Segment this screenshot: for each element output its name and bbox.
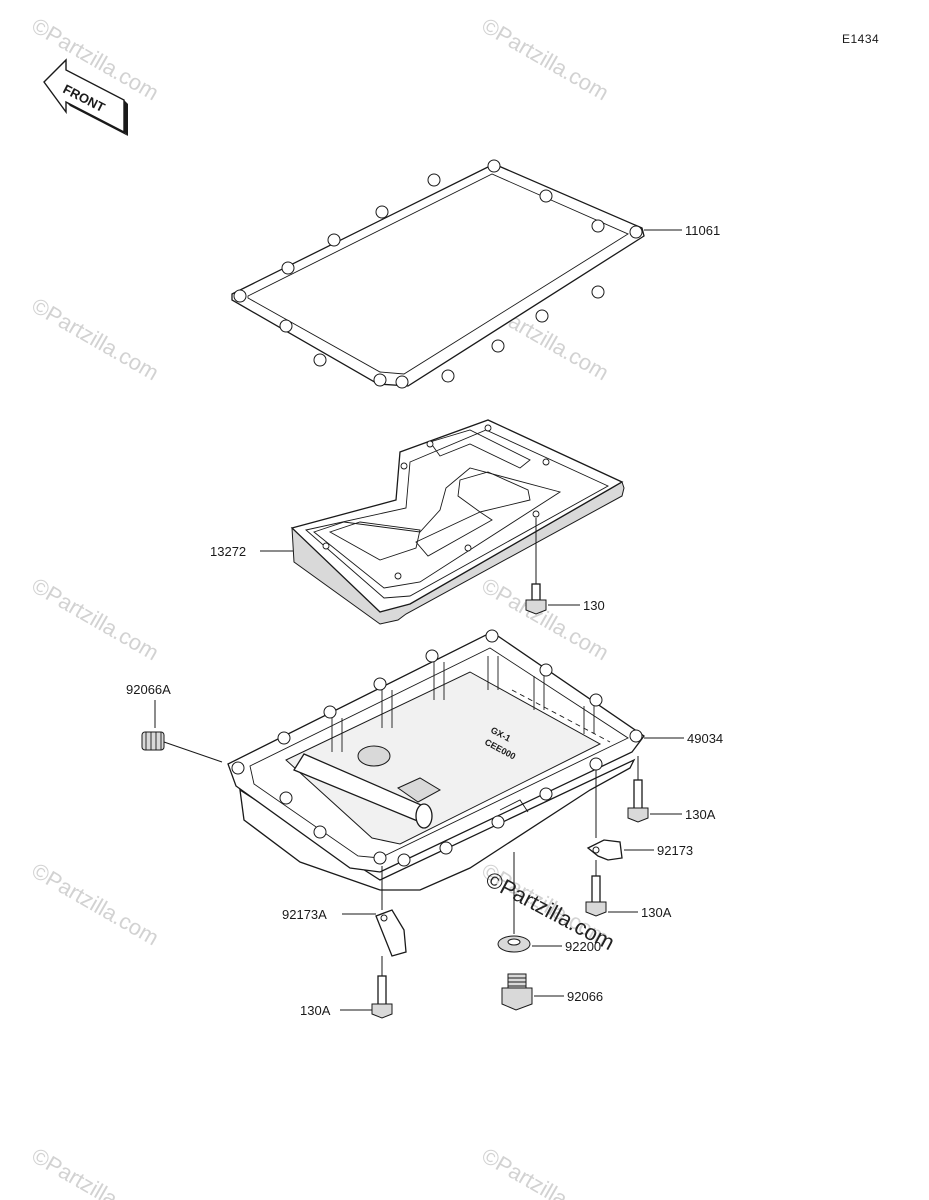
- clamp-92173: [586, 839, 623, 861]
- part-label-13272[interactable]: 13272: [210, 544, 246, 559]
- baffle-plate-13272: [290, 419, 625, 625]
- part-label-130[interactable]: 130: [583, 598, 605, 613]
- clamp-92173A: [375, 909, 407, 957]
- watermark: ©Partzilla.com: [28, 293, 164, 386]
- watermark: ©Partzilla.com: [478, 13, 614, 106]
- bolt-130A-left: [371, 975, 393, 1019]
- gasket-11061: [231, 159, 645, 389]
- bolt-130A-right-upper: [627, 756, 649, 823]
- part-label-92200[interactable]: 92200: [565, 939, 601, 954]
- watermark: ©Partzilla.com: [478, 1143, 614, 1200]
- oil-pan-49034: GX-1 CEE000: [227, 629, 645, 891]
- part-label-130A-lower[interactable]: 130A: [641, 905, 672, 920]
- part-label-49034[interactable]: 49034: [687, 731, 723, 746]
- part-label-92173[interactable]: 92173: [657, 843, 693, 858]
- part-label-130A-upper[interactable]: 130A: [685, 807, 716, 822]
- bolt-130: [525, 518, 547, 615]
- diagram-code: E1434: [842, 32, 879, 46]
- bolt-130A-right-lower: [585, 860, 607, 917]
- part-label-92066[interactable]: 92066: [567, 989, 603, 1004]
- drain-plug-92066: [501, 973, 533, 1011]
- part-label-130A-left[interactable]: 130A: [300, 1003, 331, 1018]
- watermark: ©Partzilla.com: [28, 858, 164, 951]
- part-label-92173A[interactable]: 92173A: [282, 907, 327, 922]
- rubber-plug-92066A: [141, 731, 165, 751]
- washer-92200: [497, 935, 531, 953]
- part-label-11061[interactable]: 11061: [685, 223, 720, 238]
- watermark: ©Partzilla.com: [28, 1143, 164, 1200]
- front-arrow-icon: FRONT: [43, 58, 128, 136]
- leader-line: [163, 741, 223, 763]
- part-label-92066A[interactable]: 92066A: [126, 682, 171, 697]
- watermark: ©Partzilla.com: [28, 573, 164, 666]
